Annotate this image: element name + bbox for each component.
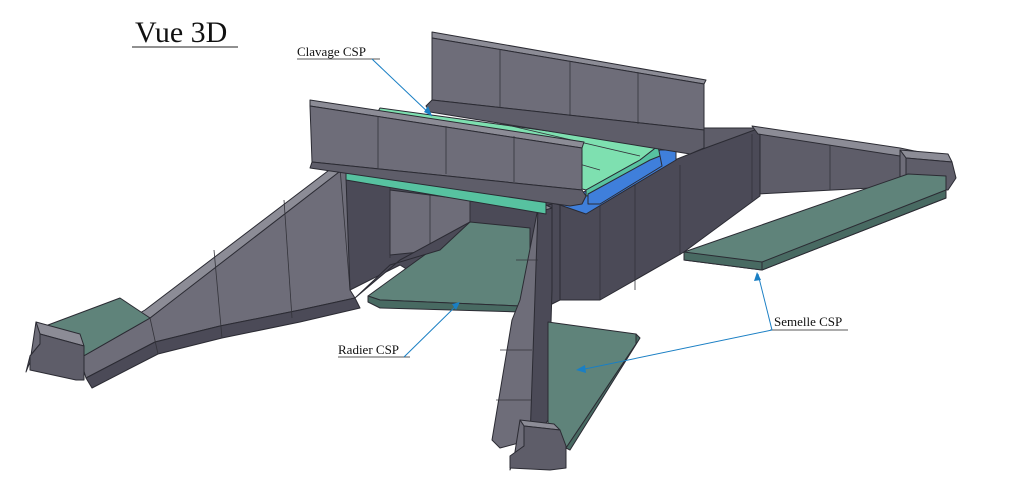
semelle-leader-front	[579, 329, 773, 371]
semelle-slab-front	[547, 321, 641, 453]
radier-arrowhead	[452, 302, 460, 310]
radier-slab	[354, 221, 531, 313]
clavage-label: Clavage CSP	[297, 44, 366, 59]
semelle-annotation: Semelle CSP	[576, 272, 848, 373]
radier-leader	[403, 303, 459, 358]
radier-label: Radier CSP	[338, 342, 399, 357]
left-end-block	[25, 321, 85, 381]
semelle-slab-right	[683, 173, 947, 271]
clavage-annotation: Clavage CSP	[297, 44, 433, 117]
semelle-arrowhead-right	[754, 272, 761, 281]
semelle-label: Semelle CSP	[774, 314, 842, 329]
diagram-title: Vue 3D	[135, 16, 227, 49]
left-wing-wall	[75, 157, 361, 389]
clavage-leader	[371, 58, 433, 117]
radier-annotation: Radier CSP	[338, 302, 460, 358]
clavage-arrowhead	[424, 106, 432, 116]
central-end-block	[509, 419, 567, 471]
back-parapet	[425, 31, 707, 155]
semelle-leader-right	[757, 273, 773, 331]
front-parapet	[309, 99, 587, 207]
semelle-arrowhead-front	[576, 365, 586, 373]
